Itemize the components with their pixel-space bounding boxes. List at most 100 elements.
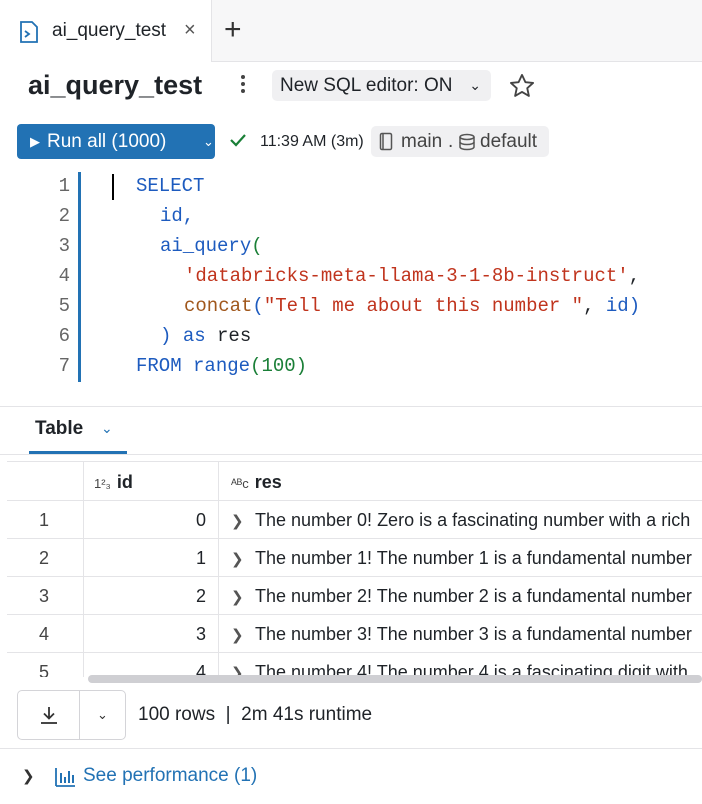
column-name: res bbox=[254, 472, 282, 492]
table-row[interactable]: 4 3 ❯The number 3! The number 3 is a fun… bbox=[7, 615, 702, 653]
expand-icon[interactable]: ❯ bbox=[231, 665, 244, 677]
line-number: 6 bbox=[58, 325, 70, 347]
code-token: , bbox=[583, 295, 606, 317]
code-line-2: id, bbox=[160, 205, 194, 227]
see-performance-label: See performance (1) bbox=[83, 765, 258, 786]
chevron-down-icon[interactable]: ⌄ bbox=[203, 134, 214, 149]
code-line-4: 'databricks-meta-llama-3-1-8b-instruct', bbox=[184, 265, 640, 287]
cell-res[interactable]: ❯ The number 2! The number 2 is a fundame… bbox=[219, 577, 702, 614]
plus-icon[interactable]: + bbox=[224, 13, 242, 46]
cell-id[interactable]: 1 bbox=[84, 539, 219, 576]
table-row[interactable]: 5 4 ❯ The number 4! The number 4 is a fas… bbox=[7, 653, 702, 677]
download-icon bbox=[41, 707, 57, 724]
cell-res-text: The number 2! The number 2 is a fundamen… bbox=[255, 586, 692, 606]
tab-bar: ai_query_test × + bbox=[0, 0, 702, 62]
code-line-6: ) as res bbox=[160, 325, 251, 347]
column-name: id bbox=[116, 472, 133, 492]
cell-id[interactable]: 0 bbox=[84, 501, 219, 538]
table-row[interactable]: 1 0 ❯ The number 0! Zero is a fascinating… bbox=[7, 501, 702, 539]
line-number: 1 bbox=[58, 175, 70, 197]
results-tabs-divider bbox=[0, 454, 702, 455]
code-token: ) bbox=[628, 295, 641, 317]
sql-file-icon bbox=[20, 21, 38, 43]
code-token: range bbox=[193, 355, 251, 377]
column-header-id[interactable]: 1²₃ id bbox=[84, 462, 219, 500]
line-number: 2 bbox=[58, 205, 70, 227]
download-button-group: ⌄ bbox=[17, 690, 126, 740]
line-number: 3 bbox=[58, 235, 70, 257]
row-index: 5 bbox=[7, 653, 84, 677]
cell-res-text: The number 4! The number 4 is a fascinat… bbox=[255, 662, 688, 677]
cell-res-text: The number 1! The number 1 is a fundamen… bbox=[255, 548, 692, 568]
row-index: 2 bbox=[7, 539, 84, 576]
code-token: 'databricks-meta-llama-3-1-8b-instruct' bbox=[184, 265, 629, 287]
sql-editor[interactable]: 1 2 3 4 5 6 7 SELECT id, ai_query( 'data… bbox=[0, 172, 702, 384]
code-line-3: ai_query( bbox=[160, 235, 263, 257]
editor-toggle-dropdown[interactable]: New SQL editor: ON ⌄ bbox=[272, 70, 491, 101]
string-type-icon: ᴬᴮc bbox=[231, 476, 249, 491]
table-row[interactable]: 2 1 ❯ The number 1! The number 1 is a fun… bbox=[7, 539, 702, 577]
catalog-name: main bbox=[401, 131, 443, 152]
catalog-schema-selector[interactable]: main . default bbox=[371, 126, 549, 157]
code-token: id, bbox=[160, 205, 195, 227]
chevron-down-icon: ⌄ bbox=[469, 77, 481, 93]
line-number: 5 bbox=[58, 295, 70, 317]
run-all-label: Run all (1000) bbox=[47, 131, 167, 152]
chevron-right-icon[interactable]: ❯ bbox=[22, 768, 35, 785]
results-summary: 100 rows | 2m 41s runtime bbox=[138, 704, 373, 725]
play-icon: ▶ bbox=[30, 134, 40, 149]
chevron-down-icon[interactable]: ⌄ bbox=[101, 420, 113, 436]
chevron-down-icon[interactable]: ⌄ bbox=[97, 707, 108, 722]
code-token: res bbox=[217, 325, 252, 347]
close-icon[interactable]: × bbox=[184, 19, 196, 41]
cell-id[interactable]: 2 bbox=[84, 577, 219, 614]
cell-res[interactable]: ❯ The number 1! The number 1 is a fundame… bbox=[219, 539, 702, 576]
code-token: ) bbox=[295, 355, 308, 377]
active-cell-indicator bbox=[78, 172, 81, 382]
tab-ai-query-test[interactable]: ai_query_test × bbox=[0, 0, 212, 62]
run-all-button[interactable]: ▶ Run all (1000) ⌄ bbox=[17, 124, 215, 159]
row-index: 3 bbox=[7, 577, 84, 614]
code-token: ( bbox=[252, 295, 264, 317]
cell-res-text: The number 0! Zero is a fascinating numb… bbox=[255, 510, 691, 530]
tab-label: ai_query_test bbox=[52, 20, 167, 41]
integer-type-icon: 1²₃ bbox=[94, 476, 111, 491]
bar-chart-icon bbox=[55, 768, 75, 787]
row-index: 1 bbox=[7, 501, 84, 538]
star-icon[interactable] bbox=[508, 72, 536, 100]
horizontal-scrollbar[interactable] bbox=[88, 675, 702, 683]
code-token: as bbox=[182, 325, 206, 347]
expand-icon[interactable]: ❯ bbox=[231, 551, 244, 568]
expand-icon[interactable]: ❯ bbox=[231, 627, 244, 644]
editor-toggle-label: New SQL editor: ON bbox=[280, 75, 453, 96]
code-token: concat bbox=[184, 295, 253, 317]
cell-id[interactable]: 3 bbox=[84, 615, 219, 652]
kebab-icon[interactable] bbox=[238, 72, 248, 98]
cell-res[interactable]: ❯ The number 4! The number 4 is a fascina… bbox=[219, 653, 702, 677]
line-number: 7 bbox=[58, 355, 70, 377]
row-index: 4 bbox=[7, 615, 84, 652]
active-tab-underline bbox=[29, 451, 127, 454]
cell-res[interactable]: ❯The number 3! The number 3 is a fundame… bbox=[219, 615, 702, 652]
code-token: SELECT bbox=[136, 175, 205, 197]
catalog-icon bbox=[379, 132, 393, 151]
cell-res[interactable]: ❯ The number 0! Zero is a fascinating num… bbox=[219, 501, 702, 538]
expand-icon[interactable]: ❯ bbox=[231, 513, 244, 530]
code-token: 100 bbox=[261, 355, 296, 377]
text-cursor bbox=[112, 174, 114, 200]
footer-divider bbox=[0, 748, 702, 749]
code-token: , bbox=[628, 265, 641, 287]
tab-table[interactable]: Table ⌄ bbox=[29, 410, 127, 454]
download-button[interactable] bbox=[18, 691, 79, 739]
table-row[interactable]: 3 2 ❯ The number 2! The number 2 is a fun… bbox=[7, 577, 702, 615]
cell-id[interactable]: 4 bbox=[84, 653, 219, 677]
catalog-separator: . bbox=[448, 131, 454, 152]
line-number: 4 bbox=[58, 265, 70, 287]
code-token: id bbox=[605, 295, 629, 317]
code-token: "Tell me about this number " bbox=[263, 295, 584, 317]
expand-icon[interactable]: ❯ bbox=[231, 589, 244, 606]
code-line-1: SELECT bbox=[136, 175, 204, 197]
